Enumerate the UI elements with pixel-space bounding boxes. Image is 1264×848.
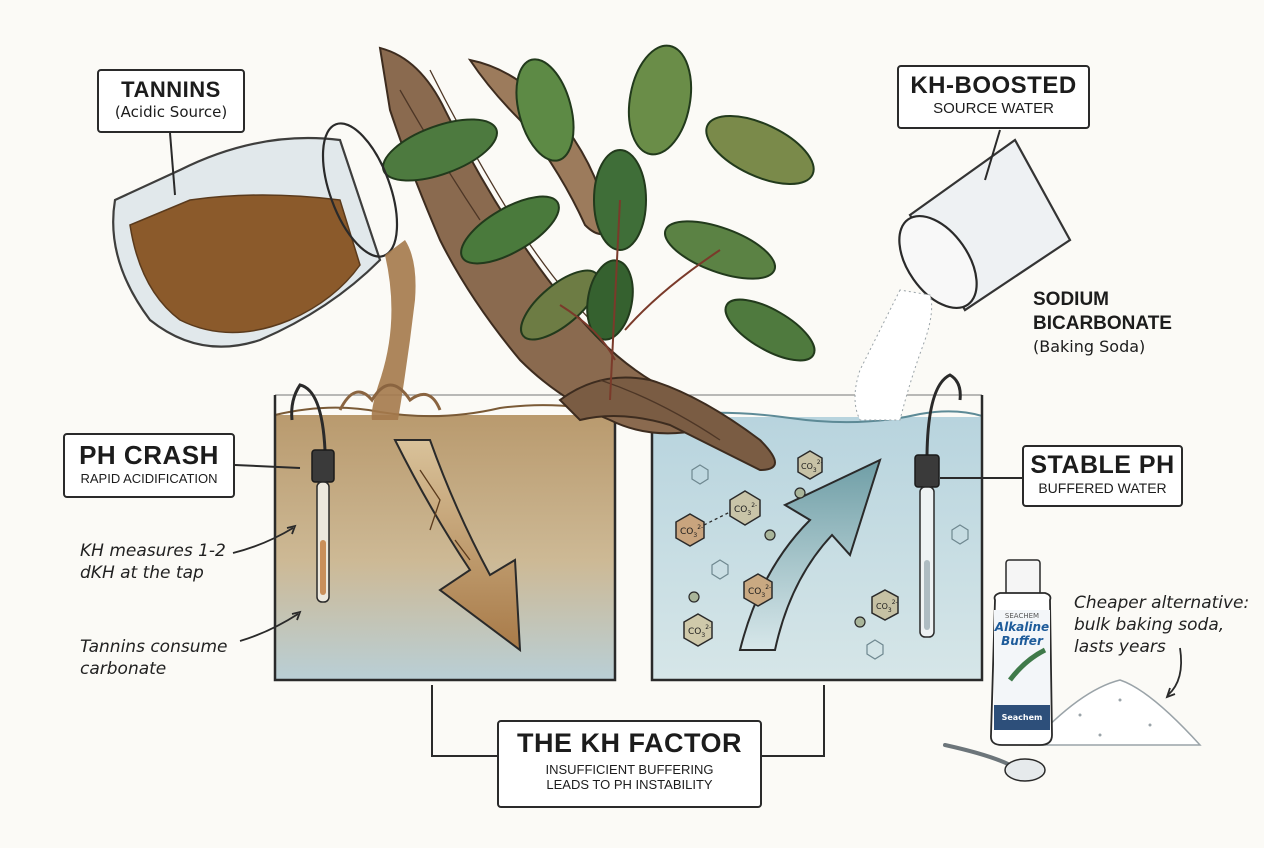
label-kh-factor: THE KH FACTOR INSUFFICIENT BUFFERING LEA… — [497, 720, 762, 808]
label-kh-boosted-title: KH-BOOSTED — [910, 72, 1077, 99]
label-ph-crash-title: PH CRASH — [79, 440, 219, 470]
label-tannins: TANNINS (Acidic Source) — [97, 69, 245, 133]
label-sodium-line1: SODIUM — [1033, 289, 1109, 310]
label-ph-crash: PH CRASH RAPID ACIDIFICATION — [63, 433, 235, 498]
plant-leaves — [382, 44, 816, 401]
note-cheaper-line2: bulk baking soda, — [1074, 615, 1225, 635]
ph-probe-right-icon — [914, 373, 962, 638]
label-kh-factor-line1: INSUFFICIENT BUFFERING — [545, 762, 714, 777]
label-stable-ph-title: STABLE PH — [1030, 451, 1175, 479]
label-kh-factor-line2: LEADS TO PH INSTABILITY — [546, 777, 713, 792]
bottle-name-line1: Alkaline — [994, 620, 1050, 634]
label-stable-ph: STABLE PH BUFFERED WATER — [1022, 445, 1183, 507]
note-cheaper-line3: lasts years — [1074, 637, 1166, 657]
ph-probe-left-icon — [290, 383, 335, 603]
label-tannins-sub: (Acidic Source) — [114, 103, 228, 121]
note-tannins-consume: Tannins consume carbonate — [80, 636, 228, 680]
bottle-name-line2: Buffer — [1001, 634, 1043, 648]
label-ph-crash-sub: RAPID ACIDIFICATION — [80, 471, 218, 486]
tannin-pitcher-icon — [112, 122, 442, 420]
baking-soda-pile-icon — [1028, 679, 1202, 746]
bottle-brand: SEACHEM — [1004, 612, 1040, 620]
carbonate-molecules: CO32- CO32- CO32- CO32- CO32- CO32- — [675, 450, 969, 660]
bottle-label: SEACHEM Alkaline Buffer — [994, 612, 1050, 648]
note-kh-measures: KH measures 1-2 dKH at the tap — [80, 540, 226, 584]
note-cheaper-alternative: Cheaper alternative: bulk baking soda, l… — [1074, 592, 1249, 658]
bottle-maker: Seachem — [1001, 713, 1043, 722]
note-tannins-consume-line2: carbonate — [80, 659, 167, 679]
label-kh-boosted: KH-BOOSTED SOURCE WATER — [897, 65, 1090, 129]
label-tannins-title: TANNINS — [121, 77, 221, 102]
baking-soda-jar-icon — [854, 138, 1072, 421]
label-sodium-sub: (Baking Soda) — [1033, 337, 1146, 356]
ph-crash-arrow-icon — [393, 439, 522, 653]
note-cheaper-line1: Cheaper alternative: — [1074, 593, 1250, 613]
label-sodium-bicarbonate: SODIUM BICARBONATE (Baking Soda) — [1033, 288, 1223, 358]
label-stable-ph-sub: BUFFERED WATER — [1038, 480, 1167, 496]
measuring-spoon-icon — [943, 743, 1046, 782]
note-kh-measures-line1: KH measures 1-2 — [80, 541, 226, 561]
label-kh-factor-title: THE KH FACTOR — [516, 728, 742, 758]
alkaline-buffer-bottle-icon — [990, 559, 1053, 746]
note-tannins-consume-line1: Tannins consume — [80, 637, 228, 657]
note-kh-measures-line2: dKH at the tap — [80, 563, 204, 583]
connector-lines — [169, 129, 1183, 757]
label-sodium-line2: BICARBONATE — [1033, 313, 1172, 334]
label-kh-boosted-sub: SOURCE WATER — [933, 100, 1054, 117]
